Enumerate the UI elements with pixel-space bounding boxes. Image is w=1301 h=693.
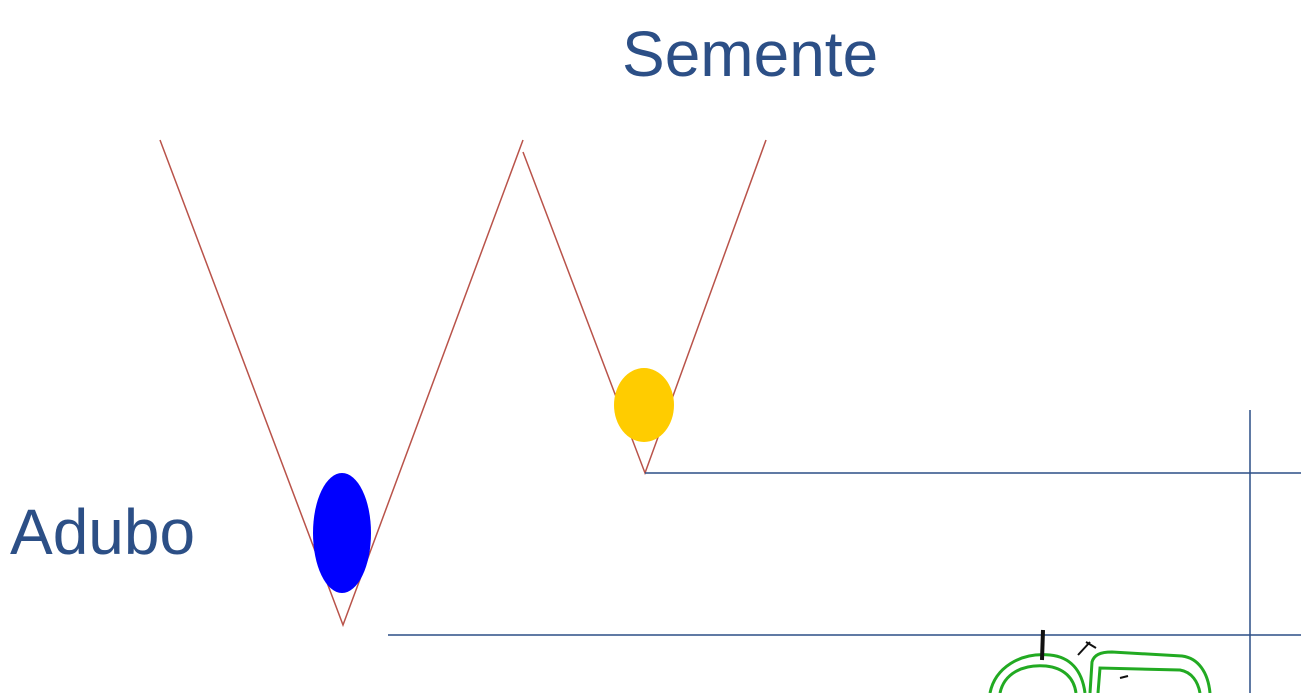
fertilizer-label: Adubo <box>10 500 195 564</box>
seed-label: Semente <box>622 22 878 86</box>
green-planter-icon <box>990 630 1210 693</box>
fertilizer-granule-icon <box>313 473 371 593</box>
seed-icon <box>614 368 674 442</box>
